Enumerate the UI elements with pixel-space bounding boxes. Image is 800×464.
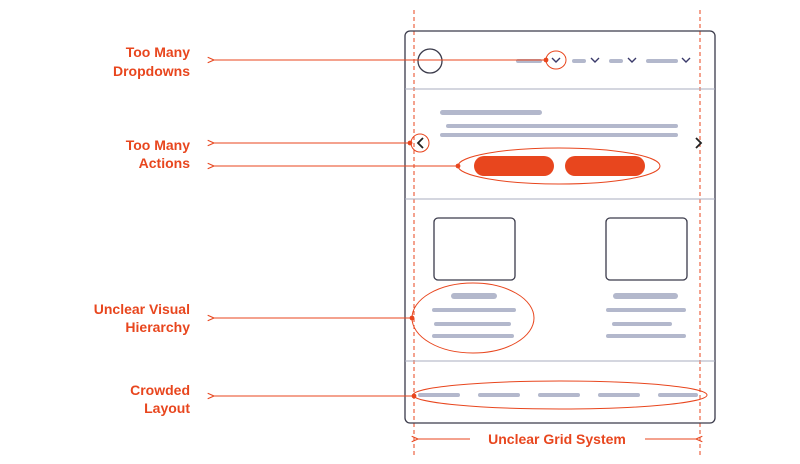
hero-text-bar-1 xyxy=(446,124,678,128)
card-right-text-bar-1 xyxy=(606,308,686,312)
logo-circle-icon xyxy=(417,48,443,74)
dropdown-highlight-circle xyxy=(545,50,567,70)
arrow-dot xyxy=(409,315,415,321)
card-right-title-bar xyxy=(613,293,678,299)
card-left-title-bar xyxy=(451,293,497,299)
wireframe-frame xyxy=(404,30,716,424)
wireframe-hero xyxy=(410,110,703,185)
footer-link-5 xyxy=(658,393,698,397)
label-dropdowns-line2: Dropdowns xyxy=(113,63,190,79)
hero-title-bar xyxy=(440,110,542,115)
label-grid-system: Unclear Grid System xyxy=(488,431,626,447)
arrow-dot xyxy=(411,393,417,399)
nav-item-2 xyxy=(572,59,586,63)
label-hierarchy-line2: Hierarchy xyxy=(125,319,190,335)
label-hierarchy-line1: Unclear Visual xyxy=(94,301,190,317)
label-layout-line2: Layout xyxy=(144,400,190,416)
card-left-text-bar-2 xyxy=(434,322,511,326)
nav-item-4 xyxy=(646,59,678,63)
arrow-dot xyxy=(543,57,549,63)
footer-link-4 xyxy=(598,393,640,397)
chevron-left-icon xyxy=(416,137,424,149)
arrow-dot xyxy=(407,140,413,146)
action-button-2 xyxy=(565,156,645,176)
card-left-text-bar-1 xyxy=(432,308,516,312)
footer-link-3 xyxy=(538,393,580,397)
card-right-text-bar-2 xyxy=(612,322,672,326)
chevron-down-icon xyxy=(551,57,561,63)
wireframe-content xyxy=(411,217,688,354)
chevron-right-icon xyxy=(695,137,703,149)
wireframe-page xyxy=(404,30,716,424)
wireframe-header xyxy=(417,48,691,74)
chevron-down-icon xyxy=(681,57,691,63)
hero-text-bar-2 xyxy=(440,133,678,137)
footer-link-2 xyxy=(478,393,520,397)
card-left-text-bar-3 xyxy=(432,334,514,338)
chevron-down-icon xyxy=(590,57,600,63)
arrow-dot xyxy=(455,163,461,169)
label-dropdowns-line1: Too Many xyxy=(126,44,191,60)
action-button-1 xyxy=(474,156,554,176)
card-image-right xyxy=(605,217,688,281)
footer-link-1 xyxy=(418,393,460,397)
wireframe-footer xyxy=(412,380,708,410)
label-actions-line1: Too Many xyxy=(126,137,191,153)
annotation-arrows xyxy=(214,58,696,439)
chevron-down-icon xyxy=(627,57,637,63)
label-actions-line2: Actions xyxy=(139,155,191,171)
nav-item-3 xyxy=(609,59,623,63)
annotation-labels: Too Many Dropdowns Too Many Actions Uncl… xyxy=(94,44,626,447)
card-image-left xyxy=(433,217,516,281)
label-layout-line1: Crowded xyxy=(130,382,190,398)
card-right-text-bar-3 xyxy=(606,334,686,338)
